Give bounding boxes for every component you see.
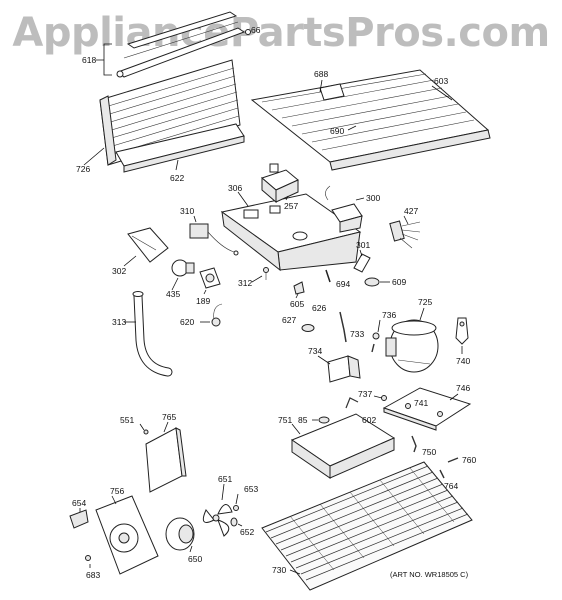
label-740: 740 <box>456 356 470 366</box>
label-257: 257 <box>284 201 298 211</box>
label-300: 300 <box>366 193 380 203</box>
part-765-fan-shroud[interactable] <box>145 427 187 493</box>
label-306: 306 <box>228 183 242 193</box>
part-756-fan-bracket[interactable] <box>95 495 159 575</box>
label-734: 734 <box>308 346 322 356</box>
label-313: 313 <box>112 317 126 327</box>
label-741: 741 <box>414 398 428 408</box>
part-737-screw[interactable] <box>381 395 387 401</box>
label-654: 654 <box>72 498 86 508</box>
part-85-grommet[interactable] <box>318 416 330 424</box>
label-627: 627 <box>282 315 296 325</box>
label-750: 750 <box>422 447 436 457</box>
part-306-control-housing[interactable] <box>220 193 362 272</box>
part-427-wire-harness[interactable] <box>389 220 421 249</box>
label-618: 618 <box>82 55 96 65</box>
label-730: 730 <box>272 565 286 575</box>
label-653: 653 <box>244 484 258 494</box>
label-751: 751 <box>278 415 292 425</box>
label-737: 737 <box>358 389 372 399</box>
part-602-bracket[interactable] <box>345 397 359 409</box>
part-746-base-plate[interactable] <box>382 387 472 431</box>
label-765: 765 <box>162 412 176 422</box>
label-764: 764 <box>444 481 458 491</box>
label-626: 626 <box>312 303 326 313</box>
label-622: 622 <box>170 173 184 183</box>
label-746: 746 <box>456 383 470 393</box>
part-626-wire[interactable] <box>339 311 347 343</box>
label-756: 756 <box>110 486 124 496</box>
part-653-nut[interactable] <box>233 505 239 511</box>
part-603-shelf[interactable] <box>250 69 491 171</box>
part-654-clip[interactable] <box>69 509 89 529</box>
part-651-fan-blade[interactable] <box>202 504 233 537</box>
label-620: 620 <box>180 317 194 327</box>
label-602: 602 <box>362 415 376 425</box>
part-257-thermostat[interactable] <box>261 163 299 204</box>
label-427: 427 <box>404 206 418 216</box>
part-733-clamp[interactable] <box>371 343 375 353</box>
label-683: 683 <box>86 570 100 580</box>
part-189-light-socket[interactable] <box>199 267 221 289</box>
label-301: 301 <box>356 240 370 250</box>
label-85: 85 <box>298 415 308 425</box>
label-605: 605 <box>290 299 304 309</box>
part-694-screw[interactable] <box>325 269 331 283</box>
part-734-connector[interactable] <box>327 355 361 383</box>
part-650-fan-motor[interactable] <box>165 517 195 551</box>
label-66: 66 <box>251 25 261 35</box>
part-300-relay[interactable] <box>325 185 363 233</box>
part-609-grommet[interactable] <box>364 277 380 287</box>
label-603: 603 <box>434 76 448 86</box>
label-189: 189 <box>196 296 210 306</box>
part-736-grommet[interactable] <box>372 332 380 340</box>
label-609: 609 <box>392 277 406 287</box>
part-301-capacitor[interactable] <box>353 253 371 273</box>
label-760: 760 <box>462 455 476 465</box>
label-435: 435 <box>166 289 180 299</box>
part-683-screw[interactable] <box>85 555 91 561</box>
part-310-timer[interactable] <box>189 223 239 256</box>
part-302-light-shield[interactable] <box>127 227 169 263</box>
part-750-clip[interactable] <box>411 435 417 453</box>
label-650: 650 <box>188 554 202 564</box>
part-622-shield[interactable] <box>115 123 245 173</box>
part-726-condenser[interactable] <box>99 59 241 166</box>
label-736: 736 <box>382 310 396 320</box>
label-733: 733 <box>350 329 364 339</box>
art-number: (ART NO. WR18505 C) <box>390 570 469 579</box>
label-694: 694 <box>336 279 350 289</box>
part-620-thermistor[interactable] <box>211 303 223 327</box>
label-310: 310 <box>180 206 194 216</box>
part-312-screw[interactable] <box>263 267 269 281</box>
label-690: 690 <box>330 126 344 136</box>
label-551: 551 <box>120 415 134 425</box>
part-764-clip[interactable] <box>439 469 445 479</box>
label-652: 652 <box>240 527 254 537</box>
label-312: 312 <box>238 278 252 288</box>
part-760-screw[interactable] <box>447 457 459 463</box>
part-551-screw[interactable] <box>143 429 149 435</box>
part-435-light-bulb[interactable] <box>171 259 195 277</box>
part-725-compressor[interactable] <box>385 319 439 373</box>
watermark: AppliancePartsPros.com <box>12 10 550 56</box>
part-730-coil[interactable] <box>261 461 473 591</box>
part-627-plug[interactable] <box>301 324 315 332</box>
label-725: 725 <box>418 297 432 307</box>
label-302: 302 <box>112 266 126 276</box>
part-751-drain-pan[interactable] <box>290 413 396 479</box>
part-740-overload[interactable] <box>455 317 469 345</box>
part-652-clip[interactable] <box>230 517 238 527</box>
part-618-bar-assembly[interactable] <box>116 11 251 78</box>
part-605-clip[interactable] <box>293 281 305 295</box>
part-313-drain-tube[interactable] <box>132 291 173 377</box>
label-688: 688 <box>314 69 328 79</box>
label-651: 651 <box>218 474 232 484</box>
label-726: 726 <box>76 164 90 174</box>
